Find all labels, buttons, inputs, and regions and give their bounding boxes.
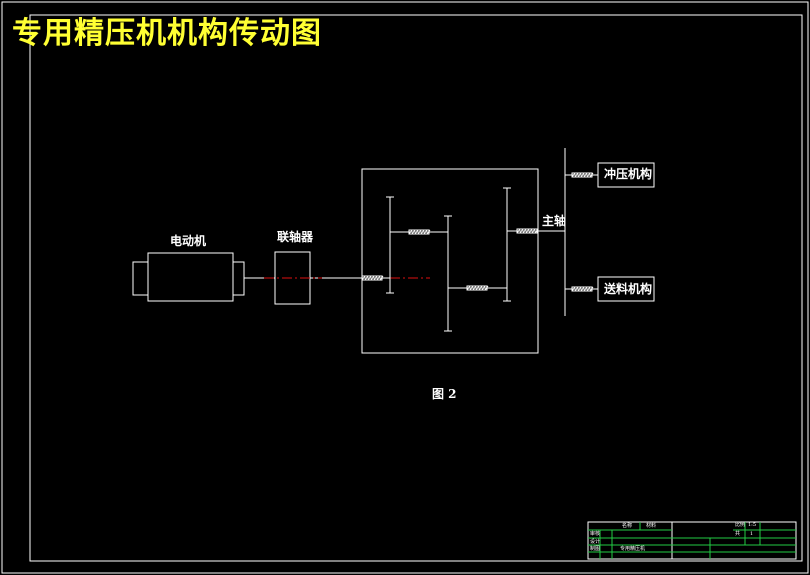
motor-label: 电动机 [170, 234, 207, 248]
tb-scale-value: 1:5 [748, 522, 757, 528]
punch-mechanism-label: 冲压机构 [604, 167, 653, 181]
title-block [587, 521, 797, 560]
tb-header-left: 名称 [622, 523, 633, 529]
inner-frame [29, 14, 803, 562]
drawing-title: 专用精压机机构传动图 [12, 16, 322, 51]
tb-row-3: 制图 [590, 546, 601, 552]
tb-drawing-name: 专用精压机 [620, 546, 646, 552]
coupling-label: 联轴器 [277, 230, 314, 244]
bearing-marks [361, 172, 594, 292]
motor-symbol [132, 252, 275, 302]
tb-row-2: 设计 [590, 539, 601, 545]
feed-mechanism-box [597, 276, 655, 302]
punch-mechanism-box [597, 162, 655, 188]
figure-caption: 图 2 [432, 387, 457, 401]
tb-sheet-label: 共 [735, 531, 741, 537]
tb-scale-label: 比例 [735, 522, 746, 528]
main-shaft-label: 主轴 [542, 214, 567, 228]
gear-train [362, 187, 565, 332]
feed-mechanism-label: 送料机构 [604, 282, 653, 296]
gearbox-housing [361, 168, 539, 354]
tb-sheet-value: 1 [750, 531, 754, 537]
tb-header-right: 材料 [646, 523, 657, 529]
tb-row-1: 审核 [590, 531, 601, 537]
main-shaft [564, 148, 598, 316]
